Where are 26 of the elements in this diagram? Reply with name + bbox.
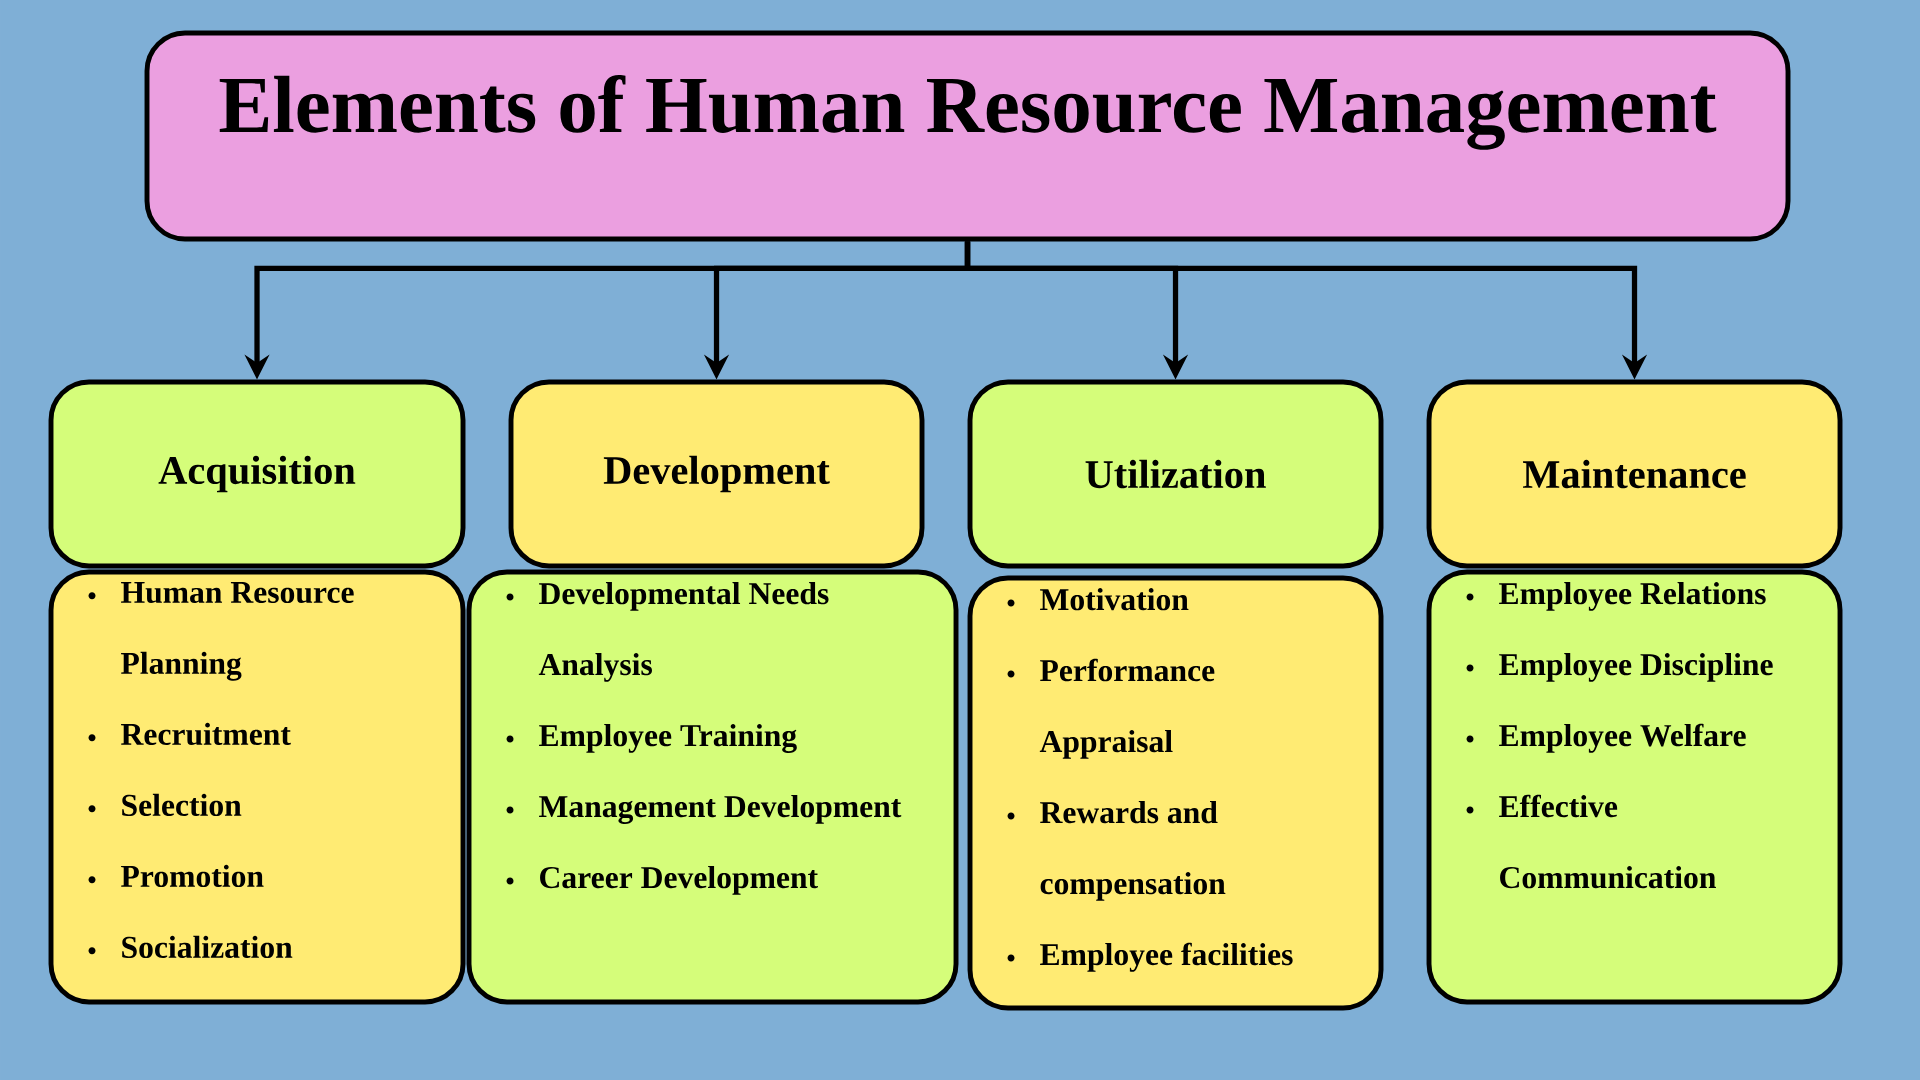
list-item: Rewards and compensation	[1040, 801, 1226, 901]
heading-box: Acquisition	[48, 379, 466, 569]
list-item: Performance Appraisal	[1039, 658, 1215, 759]
list-item: Career Development	[540, 866, 818, 895]
heading-box: Development	[508, 379, 925, 569]
list-item: Employee Training	[539, 724, 797, 753]
list-item: Human Resource Planning	[121, 582, 354, 681]
list-item: Developmental Needs Analysis	[538, 582, 829, 682]
list-item: Socialization	[122, 935, 293, 958]
list-item: Employee Discipline	[1499, 653, 1773, 682]
heading-box: Utilization	[967, 379, 1384, 569]
list-box	[466, 569, 959, 1005]
list-item: Recruitment	[121, 722, 291, 746]
list-item: Motivation	[1040, 588, 1189, 611]
list-item: Employee facilities	[1040, 942, 1293, 972]
list-item: Employee Welfare	[1499, 723, 1746, 753]
heading-box: Maintenance	[1426, 379, 1843, 569]
list-item: Employee Relations	[1499, 582, 1766, 611]
list-box	[48, 569, 466, 1005]
list-item: Selection	[122, 793, 242, 816]
list-item: Management Development	[539, 795, 902, 824]
list-item: Promotion	[121, 864, 264, 887]
list-item: Effective Communication	[1499, 794, 1716, 889]
list-box	[967, 575, 1384, 1011]
title-box: Elements of Human Resource Management	[144, 30, 1791, 242]
list-box	[1426, 569, 1843, 1005]
